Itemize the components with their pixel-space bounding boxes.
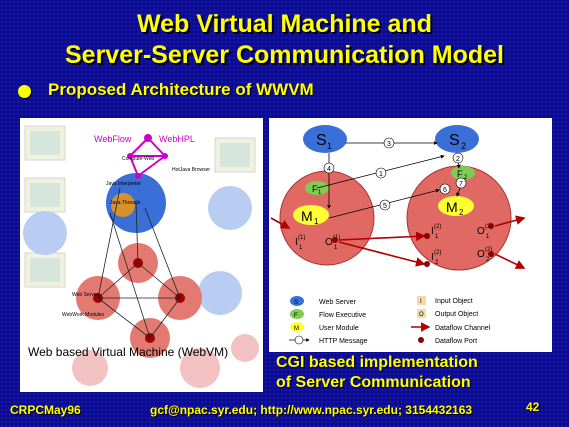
cgi-caption-line-1: CGI based implementation [276,354,478,371]
input-object: I [431,226,434,237]
svg-text:1: 1 [299,245,303,251]
svg-text:2: 2 [459,208,464,217]
svg-text:(1): (1) [298,235,305,241]
workstation-icons [23,125,259,388]
msg-5: 5 [383,203,387,210]
server-s2-label: S [449,132,460,149]
legend-input-object: Input Object [435,298,473,305]
cgi-caption-line-2: of Server Communication [276,374,471,391]
hotjava-label: HotJava Browser [172,167,210,173]
flow-exec-f2 [451,166,475,180]
svg-text:1: 1 [334,245,338,251]
svg-text:(2): (2) [485,247,492,253]
svg-text:1: 1 [435,234,439,240]
input-object: I [295,237,298,248]
bullet-icon [18,85,31,98]
input-object: I [431,252,434,263]
output-object: O [477,226,485,237]
legend-dataflow-port: Dataflow Port [435,338,477,345]
connection-lines [97,187,181,339]
webhpl-label: WebHPL [159,134,195,144]
svg-text:2: 2 [486,257,490,263]
output-object: O [477,249,485,260]
svg-text:F: F [294,313,298,319]
svg-text:M: M [294,326,299,332]
webflow-label: WebFlow [94,134,132,144]
svg-text:1: 1 [486,234,490,240]
server-s2 [435,125,479,153]
legend-user-module: User Module [319,325,359,332]
dataflow-channels [270,215,526,269]
svg-text:2: 2 [435,260,439,266]
svg-text:O: O [419,312,424,318]
webvm-diagram-panel: WebFlow WebHPL Compute-Web HotJava Brows… [20,118,263,392]
svg-text:(2): (2) [434,250,441,256]
msg-2: 2 [456,156,460,163]
output-object: O [325,237,333,248]
svg-text:(2): (2) [434,224,441,230]
user-module-m1 [293,205,329,225]
webflow-graph [129,137,166,177]
server-s1 [303,125,347,153]
msg-4: 4 [327,166,331,173]
title-line-1: Web Virtual Machine and [137,10,432,38]
svg-text:2: 2 [461,141,466,151]
svg-text:F: F [312,184,318,194]
server-s1-label: S [316,132,327,149]
svg-text:1: 1 [327,141,332,151]
legend-web-server: Web Server [319,299,356,306]
legend: S Web Server F Flow Executive M User Mod… [289,296,491,345]
msg-6: 6 [443,187,447,194]
svg-text:F: F [457,169,463,179]
web-server-label: Web Server [72,292,99,298]
user-module-m2 [438,196,474,216]
svg-text:M: M [446,199,458,215]
svg-text:2: 2 [464,175,468,181]
svg-text:M: M [301,208,313,224]
msg-3: 3 [387,141,391,148]
webvm-caption: Web based Virtual Machine (WebVM) [28,345,229,359]
java-threads-label: Java Threads [110,200,141,206]
footer-left: CRPCMay96 [10,403,81,417]
legend-flow-executive: Flow Executive [319,312,366,319]
legend-dataflow-channel: Dataflow Channel [435,325,491,332]
server-communication-panel: S 1 S 2 F 1 F 2 M 1 M 2 I (1) 1 O (1) 1 … [269,118,552,352]
svg-text:1: 1 [314,217,319,226]
msg-7: 7 [459,181,463,188]
page-number: 42 [526,400,540,414]
compute-web-label: Compute-Web [122,156,154,162]
legend-output-object: Output Object [435,311,478,318]
title-line-2: Server-Server Communication Model [64,41,504,69]
legend-http-message: HTTP Message [319,338,368,345]
footer-contact: gcf@npac.syr.edu; http://www.npac.syr.ed… [150,403,473,417]
svg-text:1: 1 [318,190,322,196]
http-messages: 3 4 1 2 5 6 7 [323,137,467,211]
msg-1: 1 [379,171,383,178]
svg-text:S: S [294,300,298,306]
webwork-modules-label: WebWork Modules [62,312,105,318]
svg-text:I: I [420,299,422,305]
bullet-text: Proposed Architecture of WWVM [48,80,314,99]
java-interpreter-label: Java Interpreter [106,181,141,187]
